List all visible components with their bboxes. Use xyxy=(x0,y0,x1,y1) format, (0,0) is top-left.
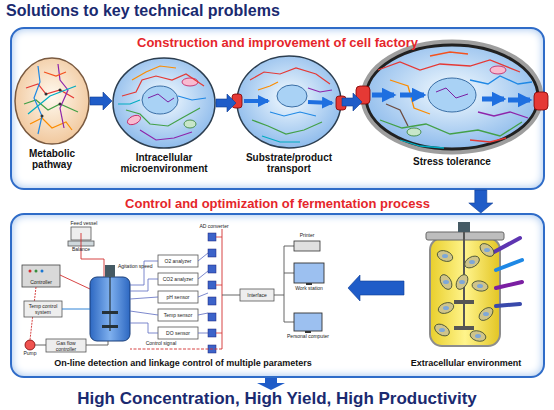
annotation-label: Interface xyxy=(240,292,274,298)
diagram-title: Solutions to key technical problems xyxy=(6,1,280,21)
outcome-text: High Concentration, High Yield, High Pro… xyxy=(0,388,554,409)
annotation-label: CO2 analyzer xyxy=(158,276,198,282)
cell-illustration: Stress tolerance xyxy=(362,41,542,153)
annotation-label: Work station xyxy=(284,285,334,291)
cell-illustration-text: Intracellular microenvironment xyxy=(106,152,222,174)
annotation-label: Control signal xyxy=(134,340,188,346)
annotation-label: Agitation speed xyxy=(118,263,162,269)
cell-illustration: Metabolic pathway xyxy=(14,57,90,145)
annotation-label: Gas flow controller xyxy=(46,340,86,352)
cell-illustration: Substrate/product transport xyxy=(236,55,342,149)
annotation-label: Pump xyxy=(20,350,40,356)
cell-illustration-text: Metabolic pathway xyxy=(8,148,96,170)
control-schematic-text: On-line detection and linkage control of… xyxy=(8,358,358,369)
block-arrow xyxy=(257,378,285,390)
annotation-label: Balance xyxy=(64,246,98,252)
bioreactor: Extracellular environment xyxy=(404,221,528,355)
annotation-label: Printer xyxy=(292,232,322,238)
block-arrow xyxy=(348,275,404,301)
group-panel-text: Construction and improvement of cell fac… xyxy=(12,35,543,50)
cell-illustration: Intracellular microenvironment xyxy=(112,57,216,149)
control-schematic: On-line detection and linkage control of… xyxy=(18,219,348,355)
block-arrow xyxy=(469,190,493,213)
annotation-label: Temp sensor xyxy=(158,312,198,318)
group-panel: Construction and improvement of cell fac… xyxy=(10,27,545,190)
block-arrow xyxy=(216,94,236,112)
annotation-label: O2 analyzer xyxy=(158,258,198,264)
bioreactor-text: Extracellular environment xyxy=(394,358,538,369)
annotation-label: Controller xyxy=(22,279,60,285)
annotation-label: DO sensor xyxy=(158,330,198,336)
annotation-label: Feed vessel xyxy=(64,220,104,226)
block-arrow xyxy=(90,92,112,110)
annotation-label: AD converter xyxy=(192,223,236,229)
block-arrow xyxy=(342,93,362,111)
group-panel-text: Control and optimization of fermentation… xyxy=(12,196,543,211)
group-panel: Control and optimization of fermentation… xyxy=(10,213,545,378)
cell-illustration-text: Stress tolerance xyxy=(356,156,548,167)
annotation-label: pH sensor xyxy=(158,294,198,300)
annotation-label: Personal computer xyxy=(280,333,336,339)
annotation-label: Temp control system xyxy=(24,303,62,315)
cell-illustration-text: Substrate/product transport xyxy=(230,152,348,174)
